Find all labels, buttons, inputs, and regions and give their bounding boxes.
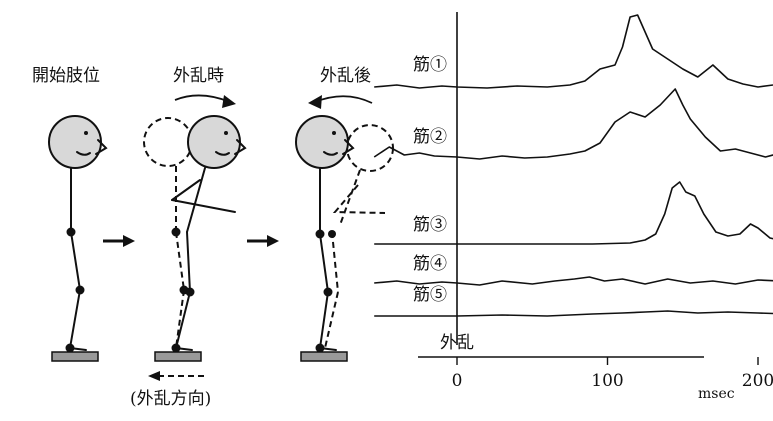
- previous-arm-dashed: [332, 184, 386, 214]
- perturbation-direction-arrowhead: [148, 371, 160, 381]
- sequence-arrowhead-2: [267, 235, 279, 247]
- knee-joint: [75, 285, 85, 295]
- platform: [300, 351, 348, 362]
- rotation-arrowhead-backward: [308, 95, 322, 109]
- emg-trace-5: [374, 310, 773, 317]
- previous-thigh-dashed: [175, 231, 185, 291]
- trunk: [186, 167, 206, 233]
- muscle-label-4: 筋④: [413, 254, 447, 274]
- mouth: [323, 151, 338, 156]
- previous-trunk-dashed: [339, 169, 361, 226]
- previous-head-dashed: [143, 117, 193, 167]
- emg-trace-2: [373, 88, 773, 160]
- hip-joint: [315, 229, 325, 239]
- head: [187, 115, 241, 169]
- stick-figures: 開始肢位 外乱時 外乱後: [32, 66, 394, 409]
- head: [48, 115, 102, 169]
- shank: [69, 289, 81, 349]
- eye: [224, 131, 228, 135]
- thigh: [70, 231, 81, 291]
- arm: [171, 179, 201, 201]
- foot: [175, 347, 193, 351]
- x-tick-label-200: 200: [742, 371, 773, 391]
- after-perturbation-label: 外乱後: [320, 66, 371, 86]
- hip-joint: [171, 227, 181, 237]
- x-tick-label-100: 100: [591, 371, 623, 391]
- knee-joint: [323, 287, 333, 297]
- previous-thigh-dashed: [331, 231, 339, 293]
- thigh: [186, 231, 191, 293]
- eye: [84, 131, 88, 135]
- muscle-label-3: 筋③: [413, 215, 447, 235]
- shank: [319, 291, 329, 349]
- rotation-arrow-backward: [314, 95, 373, 104]
- rotation-arrowhead-forward: [222, 95, 236, 108]
- start-posture-label: 開始肢位: [32, 66, 100, 86]
- emg-trace-1: [374, 14, 773, 89]
- muscle-label-2: 筋②: [413, 127, 447, 147]
- rotation-arrow-forward: [174, 94, 231, 103]
- shank: [175, 291, 191, 349]
- foot: [319, 347, 337, 351]
- emg-traces: 筋① 筋② 筋③ 筋④ 筋⑤: [373, 14, 773, 317]
- nose: [95, 139, 108, 155]
- onset-label: 外乱: [440, 333, 474, 353]
- during-perturbation-label: 外乱時: [173, 66, 224, 86]
- nose: [342, 139, 355, 155]
- platform: [51, 351, 99, 362]
- figure-during: (外乱方向): [130, 94, 247, 409]
- platform: [154, 351, 202, 362]
- hip-joint: [66, 227, 76, 237]
- hip-joint-previous: [328, 230, 336, 238]
- emg-trace-4: [374, 276, 773, 286]
- x-axis-unit: msec: [698, 386, 735, 402]
- emg-trace-3: [374, 181, 773, 245]
- knee-joint-current: [185, 287, 195, 297]
- mouth: [215, 151, 230, 156]
- perturbation-direction-label: (外乱方向): [130, 389, 211, 409]
- mouth: [76, 151, 91, 156]
- x-axis-ticks: 0100200300: [452, 357, 773, 391]
- thigh: [319, 233, 329, 293]
- eye: [332, 131, 336, 135]
- x-tick-label-0: 0: [452, 371, 463, 391]
- figure-start: [48, 115, 108, 362]
- head: [295, 115, 349, 169]
- muscle-label-5: 筋⑤: [413, 285, 447, 305]
- sequence-arrowhead-1: [123, 235, 135, 247]
- nose: [234, 139, 247, 155]
- muscle-label-1: 筋①: [413, 55, 447, 75]
- foot: [69, 347, 87, 351]
- forearm: [171, 199, 236, 213]
- figure-after: [295, 95, 394, 362]
